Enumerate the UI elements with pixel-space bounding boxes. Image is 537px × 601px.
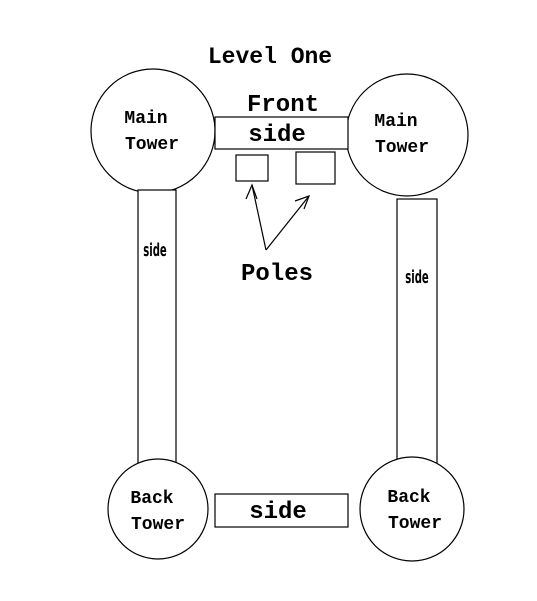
main-tower-left-label-2: Tower (125, 135, 179, 155)
pole-right (295, 151, 336, 185)
front-wall: Front side (214, 92, 349, 150)
back-wall-label: side (249, 499, 307, 526)
front-wall-heading: Front (247, 92, 319, 119)
back-tower-left-circle (107, 458, 209, 560)
main-tower-right-label-2: Tower (375, 138, 429, 158)
left-wall: side (137, 189, 177, 464)
front-wall-rect (214, 116, 349, 150)
poles: Poles (235, 151, 336, 288)
main-tower-left-circle (90, 68, 216, 194)
pole-left (235, 154, 269, 182)
right-wall-rect (396, 198, 438, 464)
back-wall: side (214, 493, 349, 528)
back-tower-left-label-2: Tower (131, 515, 185, 535)
front-wall-label: side (248, 122, 306, 149)
diagram-title: Level One (208, 44, 332, 70)
back-wall-rect (214, 493, 349, 528)
main-tower-right-circle (345, 73, 469, 197)
pole-arrow-right-head (294, 194, 311, 210)
back-tower-right: Back Tower (359, 456, 465, 562)
main-tower-right: Main Tower (345, 73, 469, 197)
left-wall-rect (137, 189, 177, 464)
main-tower-left: Main Tower (90, 68, 216, 194)
poles-label: Poles (241, 261, 313, 288)
main-tower-left-label-1: Main (124, 109, 167, 129)
back-tower-left-label-1: Back (130, 489, 173, 509)
pole-arrow-left-head (245, 183, 258, 200)
pole-arrow-left (251, 184, 267, 251)
back-tower-right-label-2: Tower (388, 514, 442, 534)
back-tower-left: Back Tower (107, 458, 209, 560)
back-tower-right-label-1: Back (387, 488, 430, 508)
main-tower-right-label-1: Main (374, 112, 417, 132)
right-wall-label: side (405, 269, 428, 289)
right-wall: side (396, 198, 438, 464)
left-wall-label: side (143, 242, 166, 262)
back-tower-right-circle (359, 456, 465, 562)
pole-arrow-right (265, 195, 310, 251)
